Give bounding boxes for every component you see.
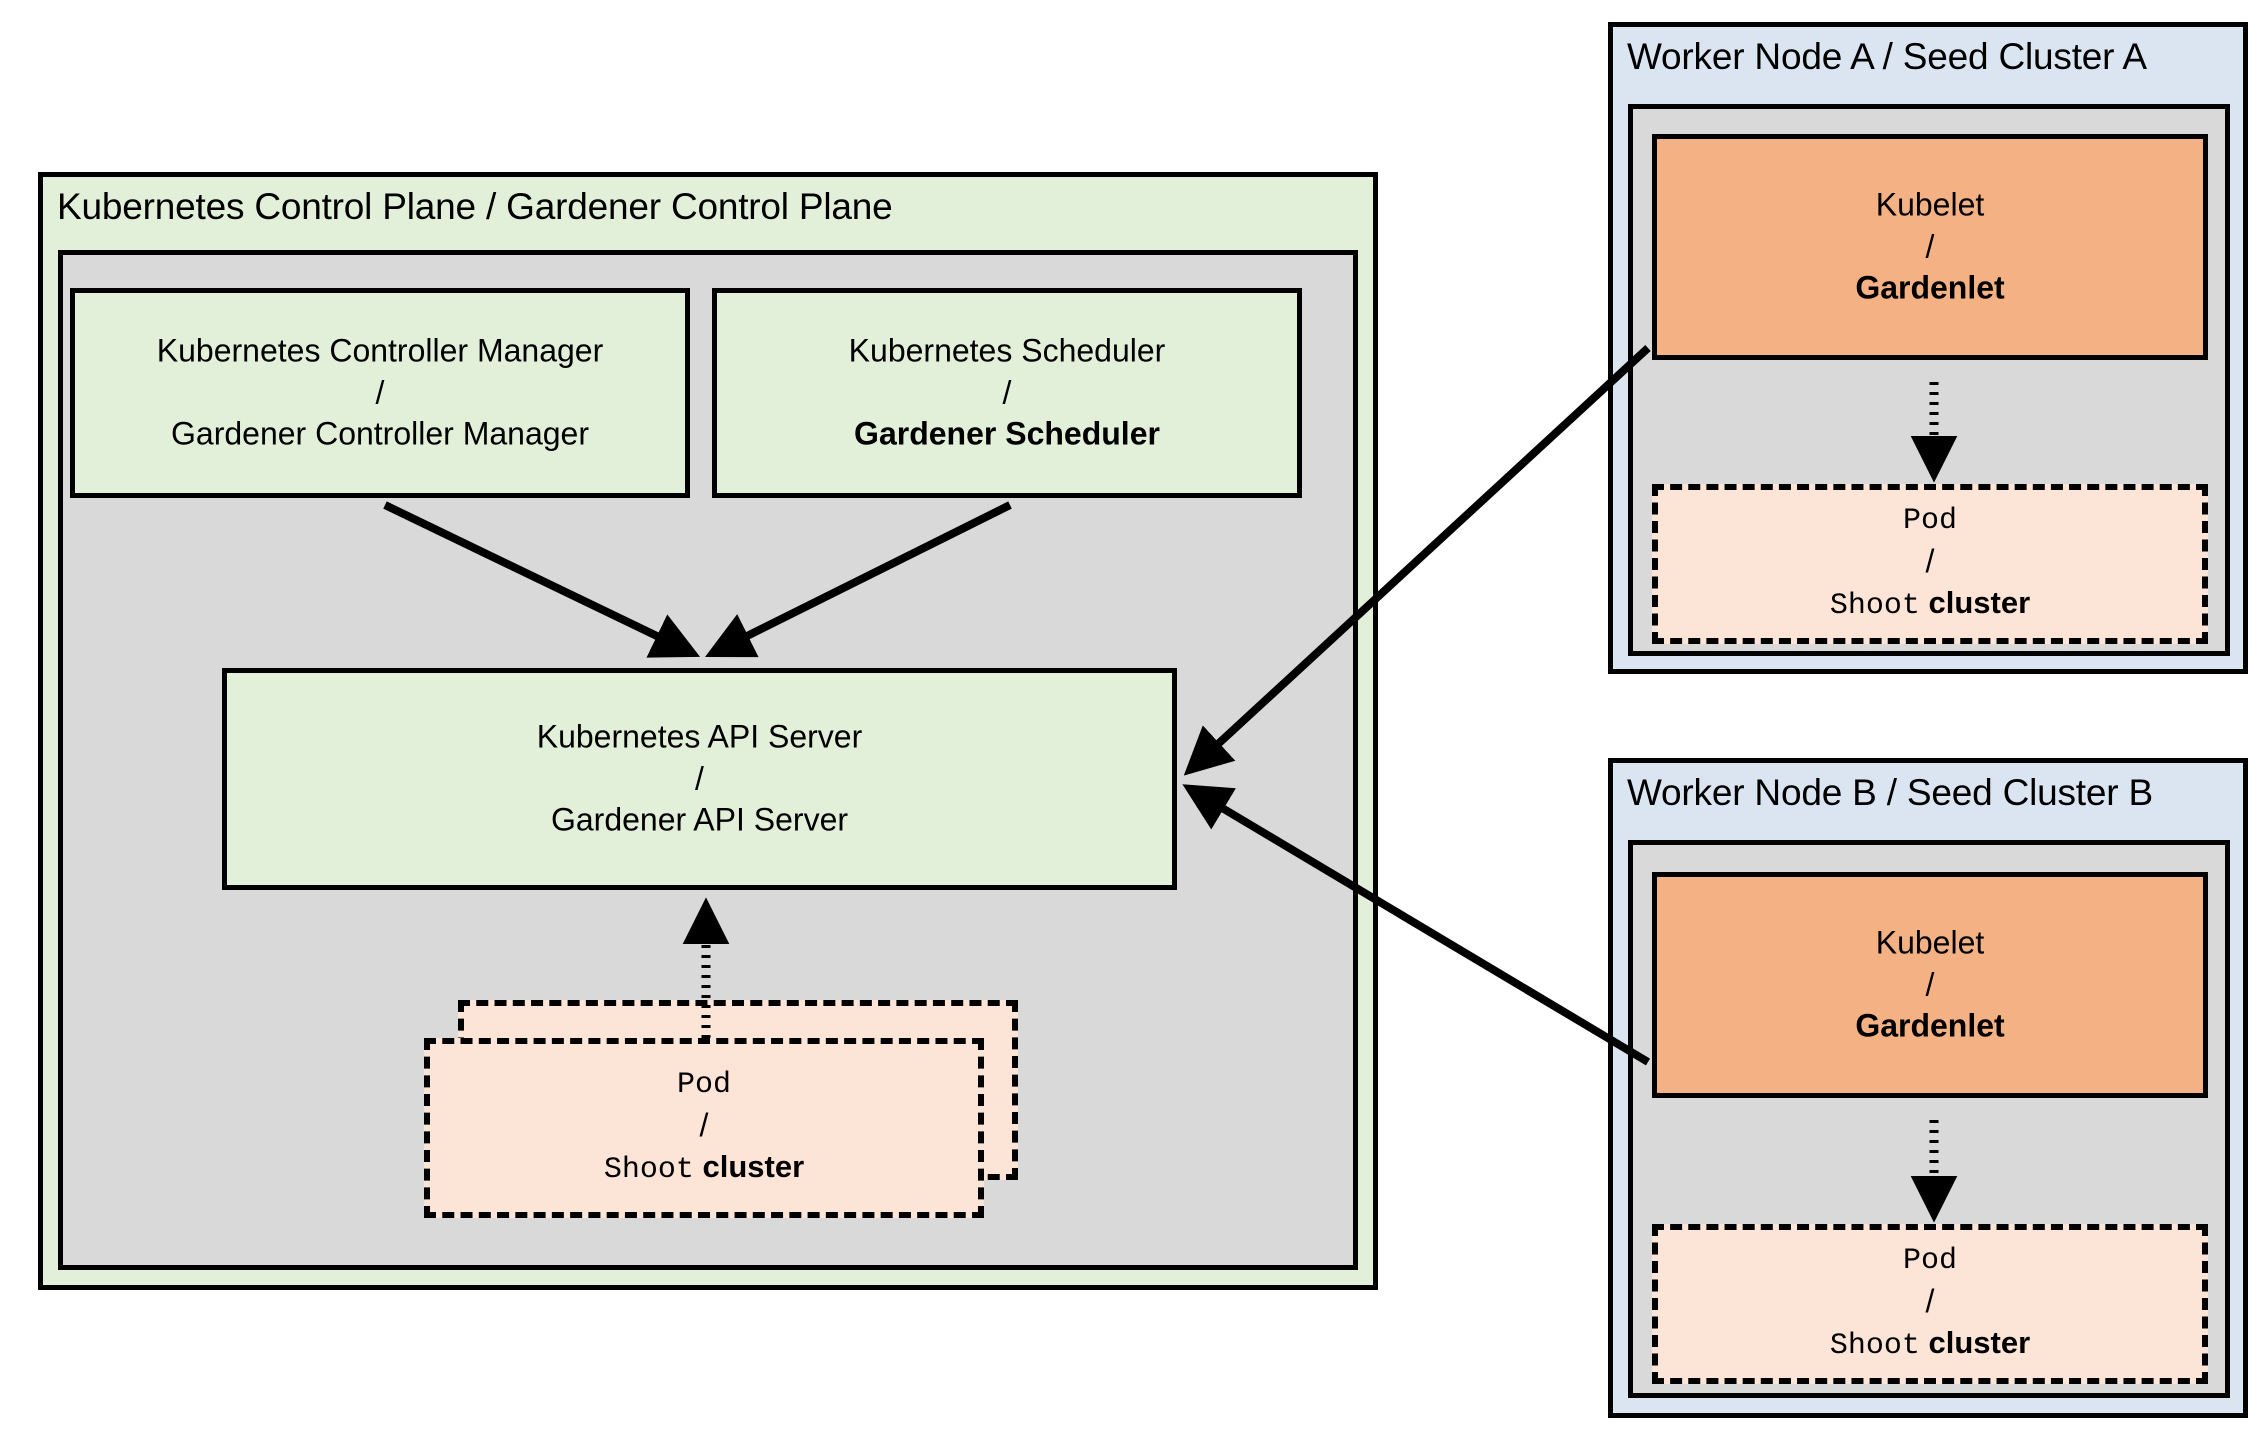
scheduler-separator: / bbox=[1002, 374, 1012, 411]
control-plane-pod-shoot: Shoot bbox=[603, 1152, 694, 1187]
kubernetes-api-server-box[interactable]: Kubernetes API Server / Gardener API Ser… bbox=[222, 668, 1177, 890]
control-plane-title: Kubernetes Control Plane / Gardener Cont… bbox=[57, 186, 893, 227]
kubelet-b-line1: Kubelet bbox=[1875, 924, 1985, 961]
kubernetes-scheduler-box[interactable]: Kubernetes Scheduler / Gardener Schedule… bbox=[712, 288, 1302, 498]
worker-node-a-title: Worker Node A / Seed Cluster A bbox=[1627, 36, 2147, 77]
controller-manager-line1: Kubernetes Controller Manager bbox=[156, 332, 604, 369]
worker-node-a-pod-box[interactable]: Pod / Shoot cluster bbox=[1652, 484, 2208, 644]
pod-b-line2: Shoot cluster bbox=[1658, 1323, 2202, 1366]
control-plane-pod-box[interactable]: Pod / Shoot cluster bbox=[424, 1038, 984, 1218]
kubernetes-controller-manager-box[interactable]: Kubernetes Controller Manager / Gardener… bbox=[70, 288, 690, 498]
kubelet-a-line2: Gardenlet bbox=[1855, 269, 2005, 306]
control-plane-pod-cluster: cluster bbox=[702, 1148, 805, 1184]
pod-b-separator: / bbox=[1925, 1283, 1935, 1320]
worker-node-a-kubelet-box[interactable]: Kubelet / Gardenlet bbox=[1652, 134, 2208, 360]
kubelet-a-separator: / bbox=[1925, 228, 1935, 265]
kubelet-a-line1: Kubelet bbox=[1875, 186, 1985, 223]
control-plane-pod-separator: / bbox=[699, 1107, 709, 1144]
pod-a-separator: / bbox=[1925, 543, 1935, 580]
kubelet-b-line2: Gardenlet bbox=[1855, 1007, 2005, 1044]
pod-a-line2: Shoot cluster bbox=[1658, 583, 2202, 626]
pod-a-shoot: Shoot bbox=[1829, 588, 1920, 623]
api-server-line2: Gardener API Server bbox=[550, 801, 849, 838]
scheduler-line1: Kubernetes Scheduler bbox=[848, 332, 1166, 369]
control-plane-pod-line2: Shoot cluster bbox=[430, 1147, 978, 1190]
pod-a-line1: Pod bbox=[1902, 504, 1957, 539]
worker-node-b-title: Worker Node B / Seed Cluster B bbox=[1627, 772, 2153, 813]
worker-node-b-pod-box[interactable]: Pod / Shoot cluster bbox=[1652, 1224, 2208, 1384]
api-server-separator: / bbox=[695, 760, 704, 797]
controller-manager-separator: / bbox=[375, 374, 385, 411]
scheduler-line2: Gardener Scheduler bbox=[854, 415, 1160, 452]
pod-b-cluster: cluster bbox=[1928, 1324, 2031, 1360]
pod-b-line1: Pod bbox=[1902, 1244, 1957, 1279]
pod-b-shoot: Shoot bbox=[1829, 1328, 1920, 1363]
worker-node-b-kubelet-box[interactable]: Kubelet / Gardenlet bbox=[1652, 872, 2208, 1098]
api-server-line1: Kubernetes API Server bbox=[536, 718, 863, 755]
controller-manager-line2: Gardener Controller Manager bbox=[171, 415, 589, 452]
kubelet-b-separator: / bbox=[1925, 966, 1935, 1003]
pod-a-cluster: cluster bbox=[1928, 584, 2031, 620]
control-plane-pod-line1: Pod bbox=[676, 1068, 731, 1103]
